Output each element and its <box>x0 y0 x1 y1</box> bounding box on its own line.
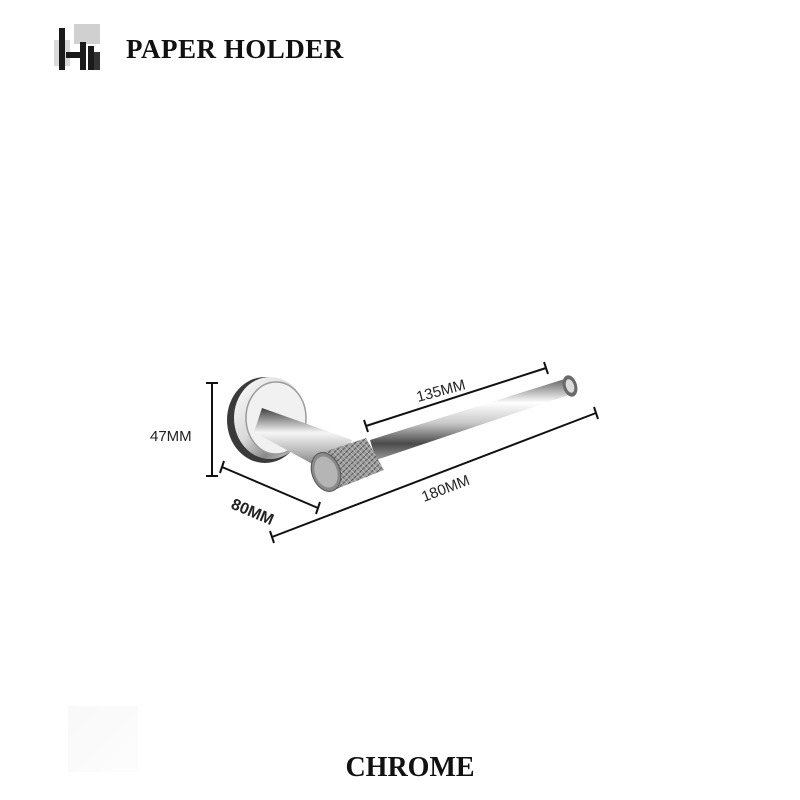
dimension-height-label: 47MM <box>150 428 192 445</box>
background-smudge <box>68 706 138 772</box>
page-title: PAPER HOLDER <box>126 34 344 64</box>
knurled-collar <box>310 438 384 492</box>
dimension-height: 47MM <box>150 382 218 477</box>
brand-logo-icon <box>54 24 100 70</box>
dimension-depth: 80MM <box>219 460 321 529</box>
holder-arm <box>370 375 578 460</box>
dimension-depth-label: 80MM <box>228 496 276 529</box>
finish-label: CHROME <box>345 752 475 783</box>
